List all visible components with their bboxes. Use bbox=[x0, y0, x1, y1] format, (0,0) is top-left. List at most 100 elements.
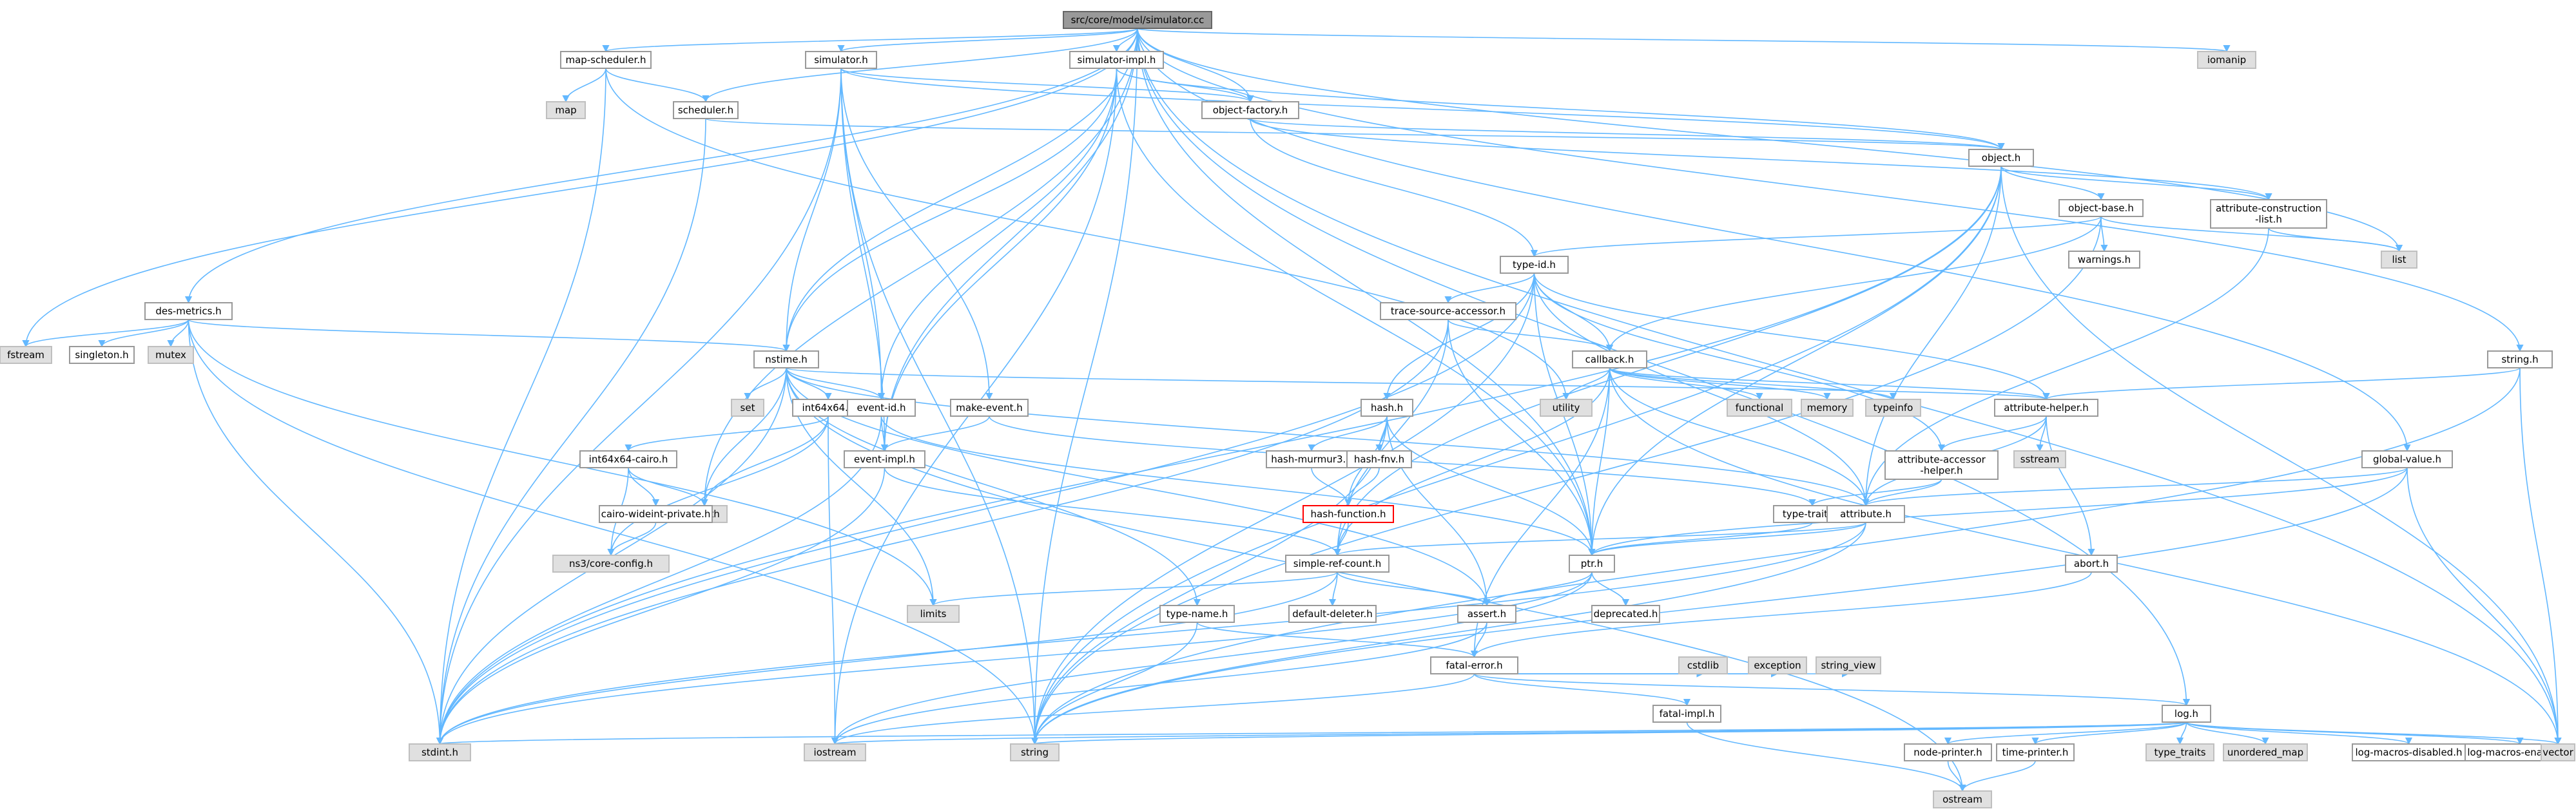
node-simulator-impl[interactable]: simulator-impl.h bbox=[1069, 51, 1164, 69]
node-log-disabled[interactable]: log-macros-disabled.h bbox=[2352, 743, 2466, 761]
node-object-factory[interactable]: object-factory.h bbox=[1201, 101, 1299, 119]
node-attribute-helper[interactable]: attribute-helper.h bbox=[1994, 399, 2098, 417]
edge-ptr-to-iostream bbox=[831, 571, 1593, 745]
node-root[interactable]: src/core/model/simulator.cc bbox=[1063, 11, 1212, 29]
node-box bbox=[2197, 51, 2256, 69]
node-label: object.h bbox=[1982, 152, 2021, 164]
edge-simulator-impl-to-event-impl bbox=[880, 68, 1118, 452]
node-label: des-metrics.h bbox=[155, 305, 221, 317]
edge-nstime-to-int64x64 bbox=[786, 367, 832, 401]
node-label: make-event.h bbox=[956, 402, 1023, 414]
node-box bbox=[1904, 743, 1992, 761]
edge-log-to-time-printer bbox=[2031, 721, 2187, 745]
node-hash[interactable]: hash.h bbox=[1361, 399, 1413, 417]
node-label: simple-ref-count.h bbox=[1293, 558, 1381, 569]
node-cairo-wideint[interactable]: cairo-wideint-private.h bbox=[599, 505, 713, 523]
edge-int64x64-to-int64x64-cairo bbox=[625, 415, 829, 452]
node-object[interactable]: object.h bbox=[1968, 149, 2034, 167]
node-label: fatal-error.h bbox=[1446, 660, 1502, 671]
node-box bbox=[844, 450, 925, 468]
edge-event-id-to-stdint bbox=[436, 415, 882, 745]
node-label: event-id.h bbox=[857, 402, 905, 414]
node-event-impl[interactable]: event-impl.h bbox=[844, 450, 925, 468]
node-box bbox=[1865, 399, 1921, 417]
edge-simulator-impl-to-event-id bbox=[877, 68, 1118, 401]
node-hash-function[interactable]: hash-function.h bbox=[1303, 505, 1394, 523]
node-box bbox=[1069, 51, 1164, 69]
node-label: hash.h bbox=[1371, 402, 1403, 414]
node-nstime[interactable]: nstime.h bbox=[753, 350, 819, 368]
edge-hash-to-hash-murmur3 bbox=[1308, 415, 1388, 452]
node-trace-source[interactable]: trace-source-accessor.h bbox=[1380, 302, 1516, 320]
node-unordered-map: unordered_map bbox=[2223, 743, 2308, 761]
node-box bbox=[1346, 450, 1412, 468]
node-global-value[interactable]: global-value.h bbox=[2361, 450, 2453, 468]
node-des-metrics[interactable]: des-metrics.h bbox=[144, 302, 233, 320]
node-hash-murmur3[interactable]: hash-murmur3.h bbox=[1266, 450, 1357, 468]
node-abort[interactable]: abort.h bbox=[2065, 555, 2118, 573]
edge-root-to-des-metrics bbox=[184, 28, 1138, 304]
edge-string-h-to-string bbox=[1031, 367, 2521, 745]
node-box bbox=[1826, 505, 1905, 523]
edge-object-to-simple-ref bbox=[1333, 166, 2002, 557]
node-simulator[interactable]: simulator.h bbox=[805, 51, 877, 69]
edge-hash-to-assert bbox=[1386, 415, 1491, 607]
node-box bbox=[1884, 450, 1999, 480]
node-string-view: string_view bbox=[1816, 656, 1881, 674]
node-label: callback.h bbox=[1585, 354, 1634, 365]
node-attribute[interactable]: attribute.h bbox=[1826, 505, 1905, 523]
node-callback[interactable]: callback.h bbox=[1572, 350, 1647, 368]
node-box bbox=[579, 450, 677, 468]
node-make-event[interactable]: make-event.h bbox=[950, 399, 1029, 417]
node-label: ptr.h bbox=[1581, 558, 1603, 569]
node-type-id[interactable]: type-id.h bbox=[1500, 256, 1569, 274]
node-fatal-error[interactable]: fatal-error.h bbox=[1430, 656, 1518, 674]
node-deprecated[interactable]: deprecated.h bbox=[1591, 605, 1660, 623]
node-default-deleter[interactable]: default-deleter.h bbox=[1288, 605, 1377, 623]
node-map-scheduler[interactable]: map-scheduler.h bbox=[560, 51, 652, 69]
node-vector: vector bbox=[2541, 743, 2575, 761]
node-label: limits bbox=[920, 608, 947, 620]
node-simple-ref[interactable]: simple-ref-count.h bbox=[1285, 555, 1390, 573]
edge-object-factory-to-attr-construction bbox=[1250, 118, 2272, 201]
node-label: stdint.h bbox=[421, 747, 458, 758]
node-string-h[interactable]: string.h bbox=[2487, 350, 2553, 368]
node-singleton[interactable]: singleton.h bbox=[69, 346, 135, 364]
edge-time-printer-to-ostream bbox=[1959, 760, 2036, 792]
edge-object-factory-to-object bbox=[1250, 118, 2005, 151]
node-time-printer[interactable]: time-printer.h bbox=[1996, 743, 2075, 761]
node-int64x64-cairo[interactable]: int64x64-cairo.h bbox=[579, 450, 677, 468]
node-box bbox=[560, 51, 652, 69]
node-box bbox=[148, 346, 194, 364]
edge-attr-accessor-to-type-traits-h bbox=[1808, 479, 1942, 507]
node-scheduler[interactable]: scheduler.h bbox=[673, 101, 739, 119]
node-label: string bbox=[1021, 747, 1049, 758]
node-fatal-impl[interactable]: fatal-impl.h bbox=[1652, 705, 1721, 723]
edge-global-value-to-string bbox=[1031, 467, 2408, 745]
node-hash-fnv[interactable]: hash-fnv.h bbox=[1346, 450, 1412, 468]
edge-simple-ref-to-default-deleter bbox=[1328, 571, 1338, 607]
node-assert[interactable]: assert.h bbox=[1457, 605, 1516, 623]
node-attr-accessor[interactable]: attribute-accessor-helper.h bbox=[1884, 450, 1999, 480]
node-label: iostream bbox=[814, 747, 857, 758]
node-warnings[interactable]: warnings.h bbox=[2068, 251, 2140, 269]
edge-object-to-string bbox=[1031, 166, 2002, 745]
node-ptr[interactable]: ptr.h bbox=[1569, 555, 1615, 573]
edge-root-to-nstime bbox=[782, 28, 1138, 352]
edge-log-to-node-printer bbox=[1944, 721, 2187, 745]
node-label: attribute-helper.h bbox=[2004, 402, 2089, 414]
node-label: type-name.h bbox=[1167, 608, 1228, 620]
node-box bbox=[1591, 605, 1660, 623]
node-attr-construction[interactable]: attribute-construction-list.h bbox=[2210, 199, 2327, 229]
node-object-base[interactable]: object-base.h bbox=[2058, 199, 2144, 217]
node-node-printer[interactable]: node-printer.h bbox=[1904, 743, 1992, 761]
node-label: unordered_map bbox=[2227, 747, 2303, 759]
node-log[interactable]: log.h bbox=[2162, 705, 2211, 723]
node-type-name[interactable]: type-name.h bbox=[1159, 605, 1235, 623]
node-event-id[interactable]: event-id.h bbox=[847, 399, 916, 417]
edge-cairo-wideint-to-core-config bbox=[607, 522, 657, 557]
edge-nstime-to-ostream bbox=[786, 367, 1966, 792]
node-label: global-value.h bbox=[2373, 453, 2441, 465]
edge-fatal-error-to-log bbox=[1473, 673, 2190, 707]
node-label: vector bbox=[2542, 747, 2573, 758]
